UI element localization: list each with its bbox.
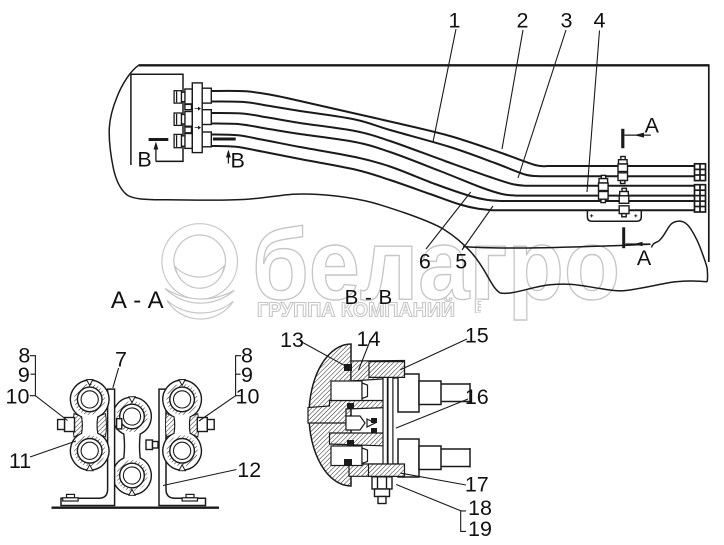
- svg-text:1: 1: [449, 9, 461, 33]
- svg-text:белагро: белагро: [252, 209, 620, 321]
- svg-text:ГРУППА КОМПАНИЙ: ГРУППА КОМПАНИЙ: [257, 298, 455, 322]
- svg-text:B: B: [231, 149, 245, 173]
- svg-text:Б: Б: [474, 296, 488, 318]
- svg-text:4: 4: [594, 9, 606, 33]
- svg-text:11: 11: [9, 449, 31, 473]
- svg-text:6: 6: [419, 250, 431, 274]
- svg-text:9: 9: [18, 363, 30, 387]
- svg-text:17: 17: [465, 472, 489, 496]
- svg-text:14: 14: [357, 327, 381, 351]
- svg-text:3: 3: [561, 9, 573, 33]
- svg-text:18: 18: [468, 496, 492, 520]
- svg-text:12: 12: [237, 458, 261, 482]
- svg-text:19: 19: [468, 517, 492, 541]
- svg-text:9: 9: [241, 363, 253, 387]
- svg-text:16: 16: [465, 385, 489, 409]
- svg-text:2: 2: [517, 9, 529, 33]
- svg-text:В - В: В - В: [345, 286, 393, 309]
- svg-text:10: 10: [236, 385, 260, 409]
- svg-text:15: 15: [465, 324, 489, 348]
- svg-text:10: 10: [6, 385, 30, 409]
- svg-text:7: 7: [115, 348, 127, 372]
- svg-text:B: B: [137, 148, 151, 172]
- svg-text:8: 8: [241, 343, 253, 367]
- svg-text:A: A: [637, 246, 652, 270]
- svg-text:5: 5: [455, 250, 467, 274]
- svg-text:A - A: A - A: [111, 287, 164, 314]
- svg-text:13: 13: [280, 328, 304, 352]
- svg-text:8: 8: [18, 343, 30, 367]
- svg-text:A: A: [645, 113, 660, 137]
